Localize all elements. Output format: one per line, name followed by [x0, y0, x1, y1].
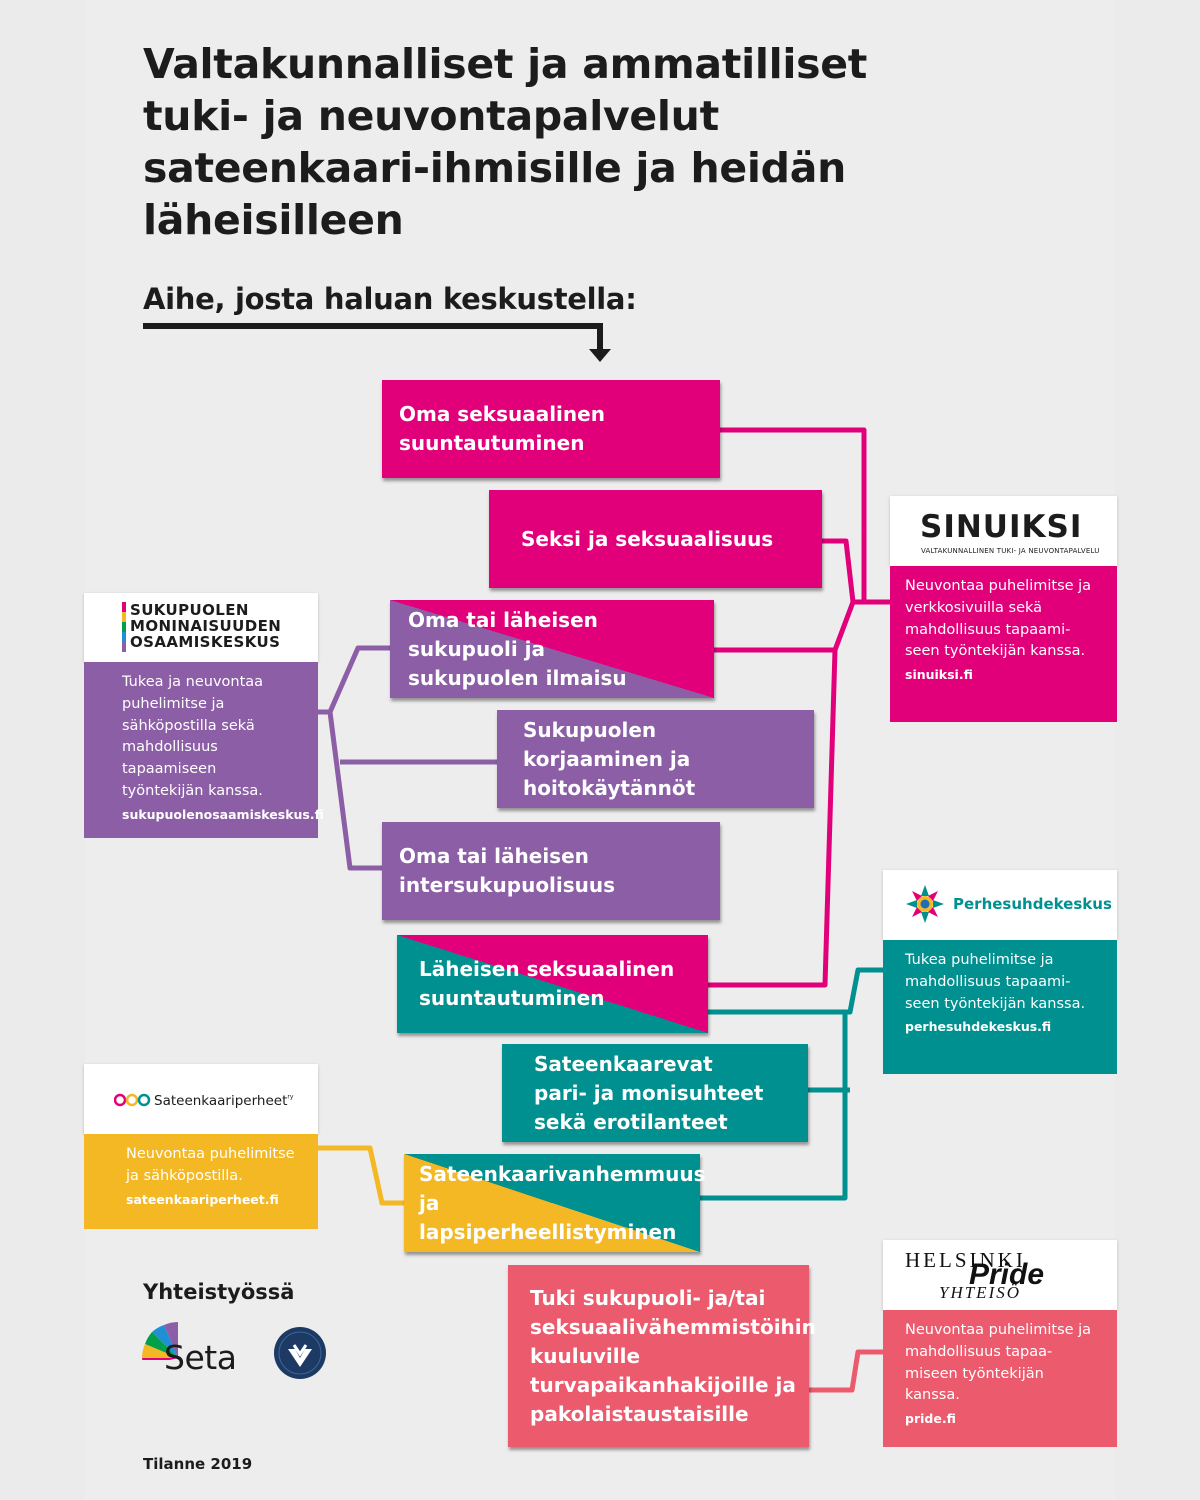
sateenkaariperheet-drops-icon [114, 1093, 151, 1107]
smo-wordmark: SUKUPUOLEN MONINAISUUDEN OSAAMISKESKUS [130, 602, 281, 650]
topic-sateenkaarivanhemmuus[interactable]: Sateenkaarivanhemmuus ja lapsiperheellis… [404, 1154, 706, 1252]
smo-url[interactable]: sukupuolenosaamiskeskus.fi [122, 806, 324, 822]
smo-logo[interactable]: SUKUPUOLEN MONINAISUUDEN OSAAMISKESKUS [84, 593, 318, 662]
connector-t2-sinuiksi [820, 538, 890, 605]
connector-t8-sateenkaariperheet [318, 1145, 405, 1206]
connector-t5-smo [327, 711, 382, 871]
sateenkaariperheet-wordmark: Sateenkaariperheetry [154, 1090, 293, 1109]
subtitle: Aihe, josta haluan keskustella: [143, 282, 637, 316]
topic-label: Sukupuolen korjaaminen ja hoitokäytännöt [523, 717, 696, 800]
subtitle-arrow-line [143, 323, 603, 354]
perhesuhdekeskus-wordmark: Perhesuhdekeskus [953, 895, 1112, 913]
sinuiksi-logo[interactable]: SINUIKSI VALTAKUNNALLINEN TUKI- JA NEUVO… [890, 496, 1117, 566]
helsinki-pride-url[interactable]: pride.fi [905, 1411, 956, 1426]
perhesuhdekeskus-description: Tukea puhelimitse ja mahdollisuus tapaam… [905, 952, 1086, 1012]
sateenkaariperheet-name: Sateenkaariperheet [154, 1093, 288, 1109]
helsinki-pride-info: Neuvontaa puhelimitse ja mahdollisuus ta… [883, 1310, 1117, 1447]
sateenkaariperheet-ry: ry [287, 1093, 294, 1101]
topic-oma-tai-laheisen-sukupuoli[interactable]: Oma tai läheisen sukupuoli ja sukupuolen… [390, 600, 714, 698]
sateenkaariperheet-info: Neuvontaa puhelimitse ja sähköpostilla. … [84, 1134, 318, 1229]
smo-info: Tukea ja neuvontaa puhelimitse ja sähköp… [84, 662, 324, 838]
sateenkaariperheet-description: Neuvontaa puhelimitse ja sähköpostilla. [126, 1146, 295, 1184]
connector-t8-perhe [698, 1012, 848, 1201]
topic-label: Oma tai läheisen intersukupuolisuus [399, 844, 616, 897]
topic-label: Tuki sukupuoli- ja/tai seksuaalivähemmis… [530, 1285, 816, 1426]
helsinki-pride-description: Neuvontaa puhelimitse ja mahdollisuus ta… [905, 1322, 1092, 1404]
connector-t3-smo [318, 645, 390, 715]
helsinki-pride-logo-yhteiso: YHTEISÖ [939, 1283, 1022, 1302]
seta-logo[interactable]: Seta [140, 1320, 250, 1378]
topic-label: Sateenkaarivanhemmuus ja lapsiperheellis… [419, 1161, 706, 1244]
topic-intersukupuolisuus[interactable]: Oma tai läheisen intersukupuolisuus [382, 822, 720, 920]
topic-sukupuolen-korjaaminen[interactable]: Sukupuolen korjaaminen ja hoitokäytännöt [497, 710, 814, 808]
topic-label: Läheisen seksuaalinen suuntautuminen [419, 957, 675, 1010]
rainbow-bar-icon [122, 602, 126, 652]
sateenkaariperheet-logo[interactable]: Sateenkaariperheetry [84, 1064, 318, 1134]
topic-label: Oma seksuaalinen suuntautuminen [399, 402, 605, 455]
topic-seksi-ja-seksuaalisuus[interactable]: Seksi ja seksuaalisuus [489, 490, 822, 588]
topic-oma-seksuaalinen-suuntautuminen[interactable]: Oma seksuaalinen suuntautuminen [382, 380, 720, 478]
helsinki-pride-logo-helsinki: HELSINKI [905, 1248, 1026, 1272]
poster-title: Valtakunnalliset ja ammatilliset tuki- j… [143, 40, 868, 245]
connector-t3-sinuiksi [712, 601, 856, 653]
smo-logo-line: MONINAISUUDEN [130, 617, 282, 636]
status-year: Tilanne 2019 [143, 1455, 253, 1473]
topic-laheisen-seksuaalinen-suuntautuminen[interactable]: Läheisen seksuaalinen suuntautuminen [397, 935, 708, 1033]
connector-t6-perhe [706, 967, 884, 1015]
perhesuhdekeskus-logo[interactable]: Perhesuhdekeskus [883, 870, 1117, 940]
sinuiksi-info: Neuvontaa puhelimitse ja verkkosivuilla … [890, 566, 1117, 722]
sinuiksi-tagline: VALTAKUNNALLINEN TUKI- JA NEUVONTAPALVEL… [921, 547, 1100, 555]
seta-rainbow-icon [142, 1322, 178, 1360]
perhesuhdekeskus-url[interactable]: perhesuhdekeskus.fi [905, 1019, 1052, 1035]
topic-label: Seksi ja seksuaalisuus [521, 526, 774, 551]
topic-sateenkaarevat-suhteet[interactable]: Sateenkaarevat pari- ja monisuhteet sekä… [502, 1044, 808, 1142]
partners-label: Yhteistyössä [143, 1280, 295, 1304]
seta-wordmark: Seta [164, 1338, 237, 1377]
topic-label: Oma tai läheisen sukupuoli ja sukupuolen… [408, 607, 627, 690]
subtitle-arrow-head [589, 349, 611, 362]
topic-turvapaikanhakijat[interactable]: Tuki sukupuoli- ja/tai seksuaalivähemmis… [508, 1265, 816, 1447]
sinuiksi-wordmark: SINUIKSI [920, 509, 1083, 545]
smo-logo-line: OSAAMISKESKUS [130, 633, 281, 652]
connector-t6-sinuiksi [706, 649, 838, 988]
verified-badge-icon [274, 1327, 326, 1379]
perhesuhdekeskus-info: Tukea puhelimitse ja mahdollisuus tapaam… [883, 940, 1117, 1074]
helsinki-pride-logo-pride: Pride [969, 1258, 1045, 1291]
helsinki-pride-logo[interactable]: HELSINKI Pride YHTEISÖ [883, 1240, 1117, 1310]
sinuiksi-url[interactable]: sinuiksi.fi [905, 667, 973, 682]
sateenkaariperheet-url[interactable]: sateenkaariperheet.fi [126, 1191, 279, 1207]
topic-label: Sateenkaarevat pari- ja monisuhteet sekä… [534, 1051, 764, 1134]
smo-logo-line: SUKUPUOLEN [130, 601, 249, 619]
perhesuhdekeskus-flower-icon [906, 885, 944, 923]
sinuiksi-description: Neuvontaa puhelimitse ja verkkosivuilla … [905, 578, 1092, 660]
connector-t9-pride [808, 1349, 884, 1393]
smo-description: Tukea ja neuvontaa puhelimitse ja sähköp… [122, 674, 264, 799]
